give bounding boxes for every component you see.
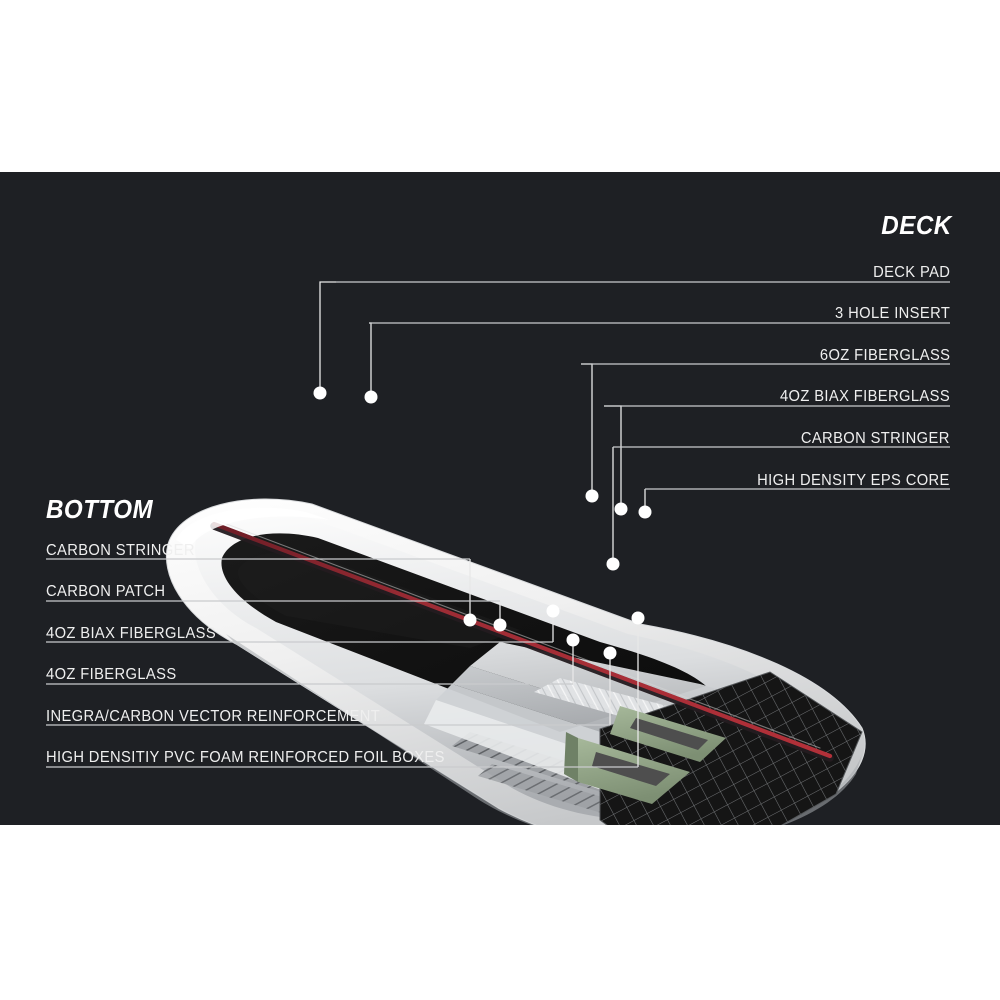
bottom-label-4oz-biax-fiberglass: 4OZ BIAX FIBERGLASS xyxy=(46,625,217,642)
foil-track-lower xyxy=(592,752,670,786)
deck-leader-lines xyxy=(319,281,646,564)
deck-leader-dots xyxy=(313,386,652,571)
bottom-leader-dots xyxy=(463,604,645,660)
dot-b-pvc-foam xyxy=(631,611,645,625)
deck-heading: DECK xyxy=(881,210,952,240)
dot-b-4oz-biax xyxy=(546,604,560,618)
stringer-red-line xyxy=(211,521,833,759)
dot-6oz xyxy=(585,489,599,503)
deck-label-carbon-stringer: CARBON STRINGER xyxy=(801,430,950,447)
dot-carbon-stringer xyxy=(606,557,620,571)
deck-label-6oz-fiberglass: 6OZ FIBERGLASS xyxy=(819,347,950,364)
bottom-label-pvc-foam-foil-boxes: HIGH DENSITIY PVC FOAM REINFORCED FOIL B… xyxy=(46,749,445,766)
tail-patch-outline xyxy=(599,671,863,825)
deck-label-deck-pad: DECK PAD xyxy=(872,264,950,281)
bottom-label-4oz-fiberglass: 4OZ FIBERGLASS xyxy=(46,666,177,683)
deck-label-rules xyxy=(336,281,950,490)
leader-6oz xyxy=(581,363,593,496)
deck-label-4oz-biax-fiberglass: 4OZ BIAX FIBERGLASS xyxy=(779,388,950,405)
deck-label-high-density-eps-core: HIGH DENSITY EPS CORE xyxy=(757,472,950,489)
board-diagram xyxy=(46,281,950,825)
dot-b-4oz xyxy=(566,633,580,647)
bottom-label-inegra-carbon-vector: INEGRA/CARBON VECTOR REINFORCEMENT xyxy=(46,708,381,725)
leader-3-hole-insert xyxy=(369,322,372,397)
bottom-heading: BOTTOM xyxy=(46,494,154,524)
dot-b-carbon-stringer xyxy=(463,613,477,627)
dot-b-vector xyxy=(603,646,617,660)
bottom-label-carbon-stringer: CARBON STRINGER xyxy=(46,542,195,559)
nose-highlight xyxy=(176,507,330,548)
bottom-label-rules xyxy=(46,558,638,768)
leader-deck-pad xyxy=(319,281,336,393)
dot-deck-pad xyxy=(313,386,327,400)
dot-4oz-biax xyxy=(614,502,628,516)
deck-label-3-hole-insert: 3 HOLE INSERT xyxy=(834,305,950,322)
board-render xyxy=(166,498,866,825)
foil-box-assembly xyxy=(564,706,726,804)
bottom-label-carbon-patch: CARBON PATCH xyxy=(46,583,166,600)
deck-pad-sheen xyxy=(237,552,520,648)
foil-track-upper xyxy=(630,718,708,750)
pvc-foam-box-lower-side xyxy=(564,732,578,782)
dot-eps-core xyxy=(638,505,652,519)
dot-3-hole-insert xyxy=(364,390,378,404)
dot-b-carbon-patch xyxy=(493,618,507,632)
dark-panel xyxy=(0,172,1000,825)
stringer-highlight xyxy=(215,519,821,749)
